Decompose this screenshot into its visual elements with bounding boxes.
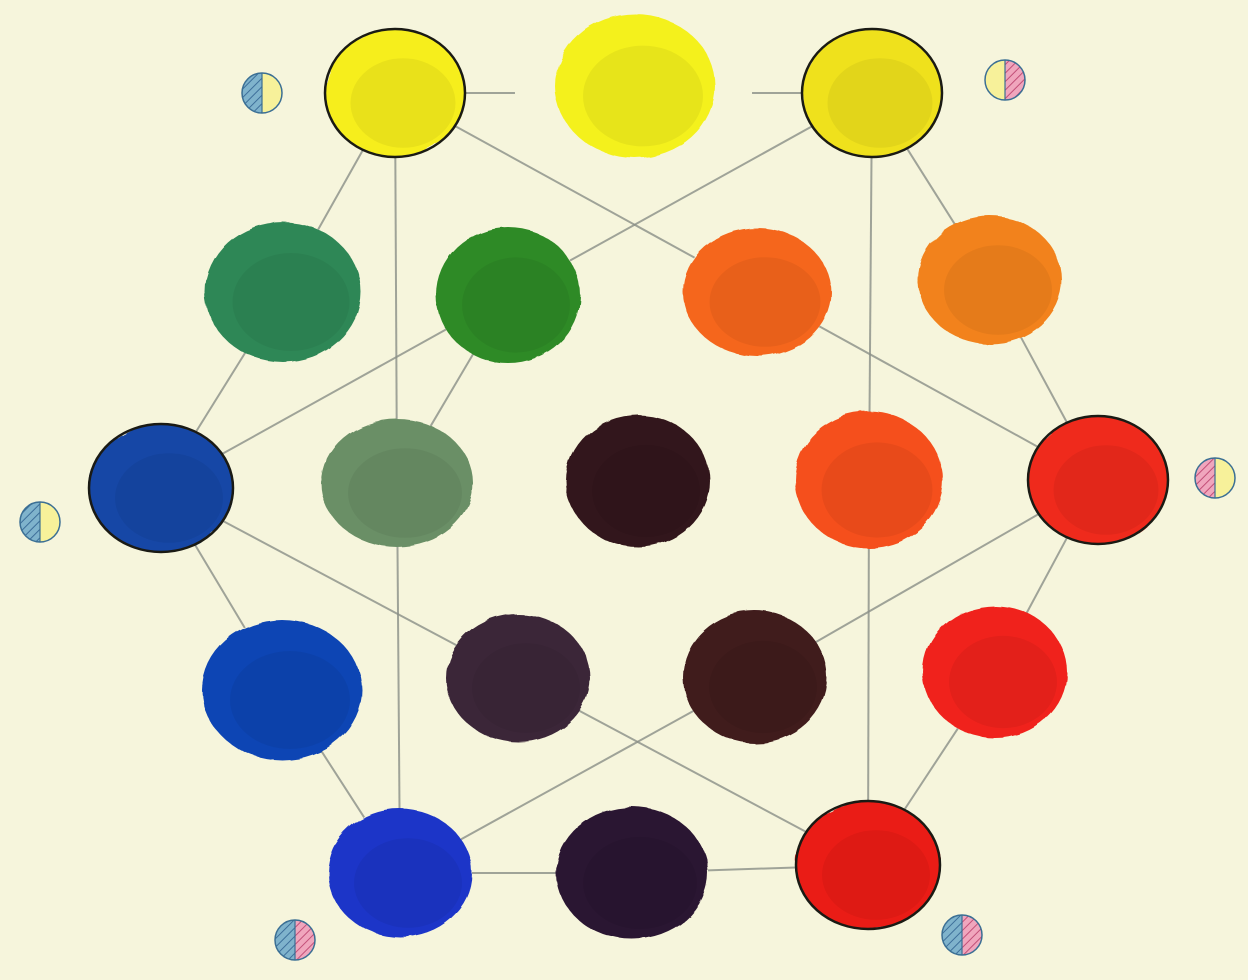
marker-top-left-icon bbox=[242, 73, 282, 113]
swatch-yellow-right bbox=[802, 29, 942, 157]
connection-line-yellow-right-to-red-orange bbox=[870, 157, 872, 412]
swatch-purple-black bbox=[446, 614, 590, 742]
connection-line-blue-to-blue-bottom bbox=[321, 751, 364, 818]
swatch-blue-left bbox=[89, 424, 233, 552]
marker-middle-left-icon bbox=[20, 502, 60, 542]
swatch-yellow-center bbox=[555, 14, 715, 158]
swatch-yellow-left bbox=[325, 29, 465, 157]
swatch-orange-yellow bbox=[918, 216, 1062, 344]
swatch-red bbox=[923, 606, 1067, 738]
connection-line-grey-green-to-blue-bottom bbox=[397, 547, 399, 809]
marker-middle-right-icon bbox=[1195, 458, 1235, 498]
swatch-green bbox=[436, 227, 580, 363]
connection-line-red-to-red-bottom bbox=[904, 729, 957, 810]
connection-line-green-to-grey-green bbox=[431, 354, 473, 425]
swatch-green-dark bbox=[205, 222, 361, 362]
marker-top-right-icon bbox=[985, 60, 1025, 100]
swatch-maroon-black bbox=[683, 611, 827, 743]
marker-bottom-right-icon bbox=[942, 915, 982, 955]
connection-line-yellow-left-to-grey-green bbox=[395, 157, 396, 419]
connection-line-yellow-right-to-orange-yellow bbox=[907, 148, 955, 224]
swatch-orange bbox=[683, 228, 831, 356]
color-swatches bbox=[89, 14, 1168, 939]
connection-line-blue-left-to-blue bbox=[195, 544, 245, 628]
connection-line-yellow-left-to-green-dark bbox=[318, 150, 363, 230]
marker-bottom-left-icon bbox=[275, 920, 315, 960]
connection-line-orange-yellow-to-red-right bbox=[1021, 338, 1067, 423]
connection-line-red-orange-to-red-bottom bbox=[868, 548, 869, 801]
swatch-grey-green bbox=[321, 419, 473, 547]
swatch-red-bottom bbox=[796, 801, 940, 929]
connection-line-red-right-to-red bbox=[1027, 537, 1067, 612]
connection-line-violet-black-to-red-bottom bbox=[708, 867, 796, 870]
connection-line-green-dark-to-blue-left bbox=[196, 353, 245, 432]
swatch-blue bbox=[202, 620, 362, 760]
swatch-blue-bottom bbox=[328, 809, 472, 937]
swatch-brown-black bbox=[566, 415, 710, 547]
swatch-red-right bbox=[1028, 416, 1168, 544]
swatch-red-orange bbox=[795, 412, 943, 548]
swatch-violet-black bbox=[556, 807, 708, 939]
